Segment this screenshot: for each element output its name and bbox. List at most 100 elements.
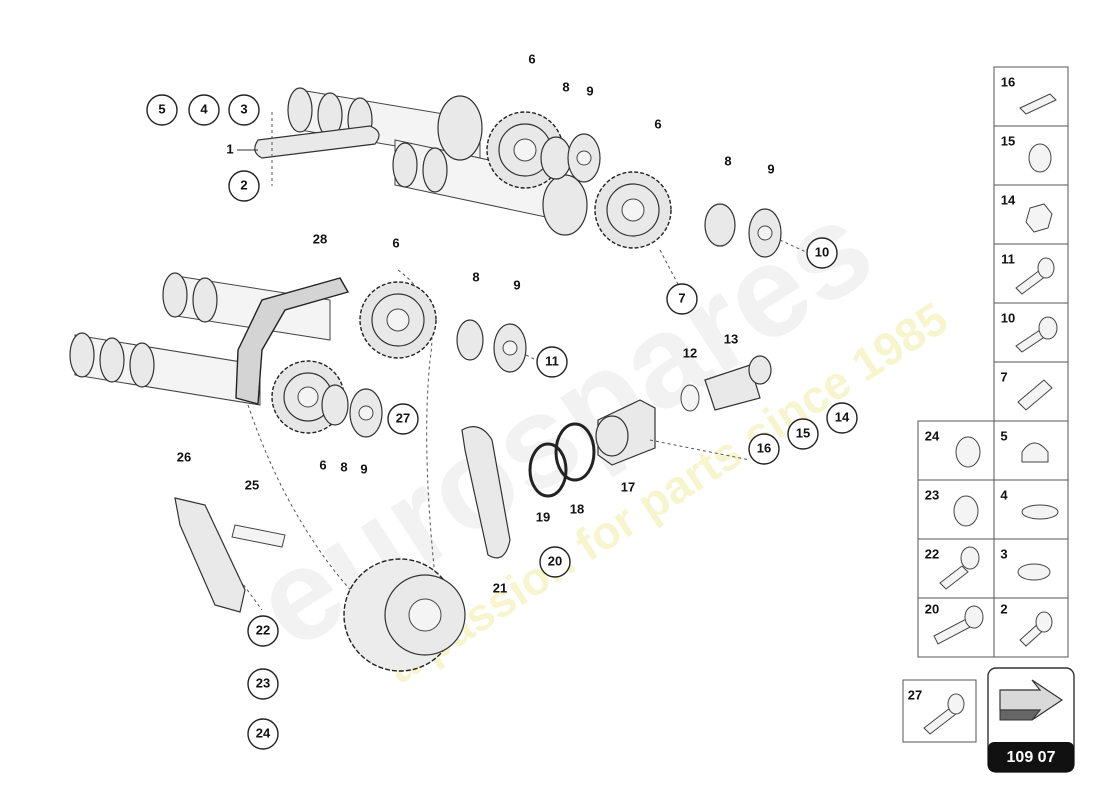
callout-21: 21: [493, 580, 507, 595]
split-washer-icon: [953, 495, 979, 527]
callout-28: 28: [313, 231, 327, 246]
callout-7: 7: [678, 290, 685, 305]
tone-wheels-mid: [321, 319, 537, 438]
callout-14: 14: [835, 409, 850, 424]
callout-circle-27[interactable]: [387, 403, 419, 435]
callout-10: 10: [815, 244, 829, 259]
callout-circle-10[interactable]: [806, 237, 838, 269]
callout-circle-11[interactable]: [536, 346, 568, 378]
dowel-pin-icon: [1017, 379, 1053, 411]
legend-left-column: 24 23 22 20: [917, 420, 995, 658]
hex-bolt-head-icon: [1038, 316, 1058, 340]
callout-circle-4[interactable]: [188, 94, 220, 126]
callout-19: 19: [536, 509, 550, 524]
callout-22: 22: [256, 622, 270, 637]
callout-8-right: 8: [724, 153, 731, 168]
callout-25: 25: [245, 477, 259, 492]
callout-23: 23: [256, 675, 270, 690]
lock-washer-icon: [1021, 504, 1059, 520]
arrow-shadow-icon: [999, 709, 1042, 721]
washer-icon: [1017, 563, 1051, 581]
callout-9-mid: 9: [513, 277, 520, 292]
badge-code-bar: [988, 742, 1074, 772]
legend-label-15: 15: [1001, 133, 1015, 148]
callout-5: 5: [158, 101, 165, 116]
callout-6-top: 6: [528, 51, 535, 66]
callout-circle-5[interactable]: [146, 94, 178, 126]
callout-circle-14[interactable]: [826, 402, 858, 434]
tone-wheels-top: [540, 133, 807, 289]
callout-circle-15[interactable]: [787, 418, 819, 450]
chain-guide: [174, 497, 286, 613]
legend-label-5: 5: [1000, 428, 1007, 443]
badge-code: 109 07: [1007, 749, 1056, 766]
spring-washer-icon: [1028, 143, 1052, 173]
callout-9-right: 9: [767, 161, 774, 176]
callout-9-top: 9: [586, 83, 593, 98]
callout-26: 26: [177, 449, 191, 464]
retainer-plate: [237, 112, 380, 186]
socket-bolt-head-icon: [960, 546, 980, 570]
callout-8-top: 8: [562, 79, 569, 94]
callout-circle-24[interactable]: [247, 718, 279, 750]
legend-cell-27[interactable]: [902, 679, 977, 743]
guide-rail: [461, 426, 511, 559]
callout-11: 11: [545, 353, 559, 368]
callout-27: 27: [396, 410, 410, 425]
legend-label-10: 10: [1001, 310, 1015, 325]
callout-17: 17: [621, 479, 635, 494]
screw-head-icon: [1035, 611, 1053, 633]
legend-label-22: 22: [925, 546, 939, 561]
callout-15: 15: [796, 425, 810, 440]
callout-9-low: 9: [360, 461, 367, 476]
bolt-27-head-icon: [947, 693, 965, 715]
callout-6-mid: 6: [392, 235, 399, 250]
callout-24: 24: [256, 725, 271, 740]
callout-circle-22[interactable]: [247, 615, 279, 647]
legend-label-2: 2: [1000, 601, 1007, 616]
legend-label-11: 11: [1001, 251, 1015, 266]
cap-nut-icon: [1021, 442, 1049, 463]
callouts: 5 4 3 1 2 6 8 9 6 8 9 10 7 28 6 8 9 11 2…: [146, 51, 858, 750]
callout-6-low: 6: [319, 457, 326, 472]
callout-8-mid: 8: [472, 269, 479, 284]
nut-icon: [1025, 203, 1053, 233]
callout-circle-7[interactable]: [666, 283, 698, 315]
callout-1: 1: [226, 141, 233, 156]
callout-3: 3: [240, 101, 247, 116]
legend-label-14: 14: [1001, 192, 1016, 207]
legend-cell-16[interactable]: [993, 66, 1069, 127]
sprocket-top-2: [594, 171, 672, 249]
callout-12: 12: [683, 345, 697, 360]
callout-circle-23[interactable]: [247, 668, 279, 700]
socket-bolt-icon: [939, 565, 969, 590]
upper-camshafts: [287, 87, 588, 236]
crank-gear: [343, 558, 466, 672]
legend-label-3: 3: [1000, 546, 1007, 561]
legend-label-16: 16: [1001, 74, 1015, 89]
legend-extra: 27: [902, 679, 977, 743]
legend-label-24: 24: [925, 428, 940, 443]
shoulder-bolt-head-icon: [964, 605, 984, 629]
lower-camshafts: [69, 272, 331, 406]
callout-13: 13: [724, 331, 738, 346]
seal-rings: [528, 422, 596, 498]
callout-6-right: 6: [654, 116, 661, 131]
chain-tensioner: [595, 355, 772, 466]
legend-label-4: 4: [1000, 487, 1008, 502]
callout-16: 16: [757, 440, 771, 455]
callout-circle-3[interactable]: [228, 94, 260, 126]
stud-icon: [1019, 93, 1057, 115]
callout-circle-20[interactable]: [539, 546, 571, 578]
legend-label-23: 23: [925, 487, 939, 502]
callout-18: 18: [570, 501, 584, 516]
callout-circle-2[interactable]: [228, 170, 260, 202]
callout-2: 2: [240, 177, 247, 192]
callout-circle-16[interactable]: [748, 433, 780, 465]
legend-cell-11[interactable]: [993, 243, 1069, 304]
callout-20: 20: [548, 553, 562, 568]
callout-8-low: 8: [340, 459, 347, 474]
legend-cell-2[interactable]: [993, 597, 1069, 658]
